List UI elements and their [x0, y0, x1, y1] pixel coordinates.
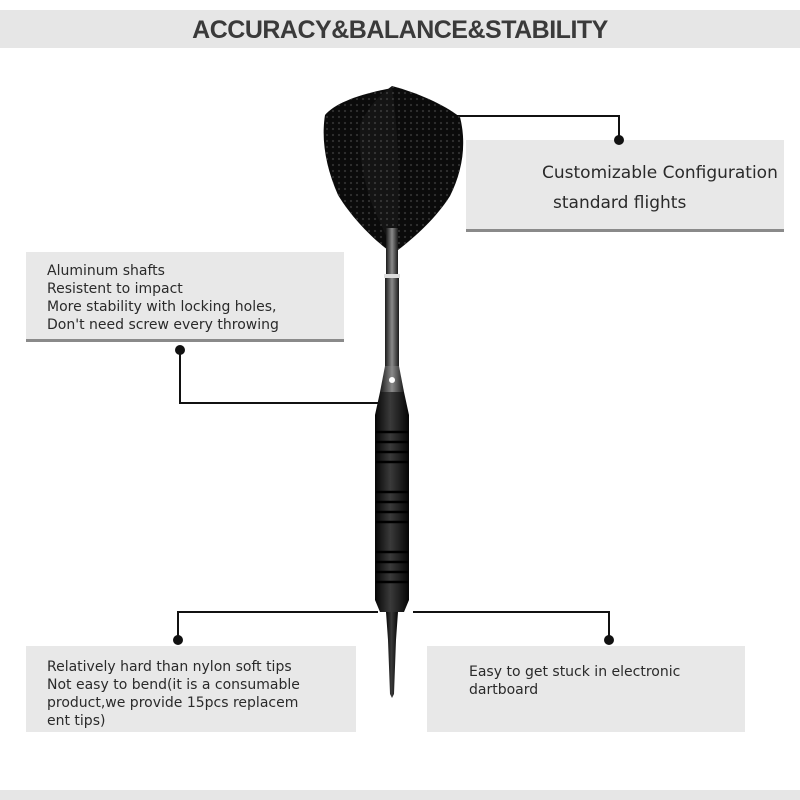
flights-leader-line: [455, 115, 620, 140]
flights-callout-line2: standard flights: [553, 193, 687, 213]
dart-barrel: [375, 392, 409, 612]
tips-right-callout-line: Easy to get stuck in electronic: [469, 664, 681, 680]
flights-callout-line1: Customizable Configuration: [542, 163, 778, 183]
shafts-callout-box: [26, 252, 344, 340]
tips-right-callout-box: [427, 646, 745, 732]
bottom-bar: [0, 790, 800, 800]
tip-body: [386, 612, 398, 698]
shafts-callout-line: Don't need screw every throwing: [47, 317, 279, 333]
tips-left-callout-line: product,we provide 15pcs replacem: [47, 695, 299, 711]
tips-right-callout-line: dartboard: [469, 682, 539, 698]
flights-callout-underline: [466, 229, 784, 232]
tips-left-leader-line: [177, 611, 378, 640]
barrel-grooves: [376, 430, 408, 584]
shaft-ring: [384, 274, 400, 278]
title-bar: [0, 10, 800, 48]
flights-callout-box: [466, 140, 784, 230]
shafts-callout-line: Resistent to impact: [47, 281, 183, 297]
shafts-leader-line: [179, 350, 378, 404]
shafts-leader-dot: [175, 345, 185, 355]
flights-leader-dot: [614, 135, 624, 145]
shafts-callout-line: More stability with locking holes,: [47, 299, 277, 315]
leader-dots: [173, 135, 624, 645]
tips-left-leader-dot: [173, 635, 183, 645]
page-title: ACCURACY&BALANCE&STABILITY: [192, 16, 608, 44]
shaft-locking-hole: [389, 377, 395, 383]
dart-tip: [386, 612, 398, 698]
shaft-top: [386, 228, 398, 278]
shaft-body: [385, 278, 399, 366]
leader-lines: [177, 115, 620, 640]
shafts-callout-line: Aluminum shafts: [47, 263, 165, 279]
tips-left-callout-line: ent tips): [47, 713, 106, 729]
front-flight-texture: [359, 86, 399, 250]
tips-left-callout-line: Relatively hard than nylon soft tips: [47, 659, 292, 675]
tips-left-callout-line: Not easy to bend(it is a consumable: [47, 677, 300, 693]
tips-right-leader-line: [413, 611, 610, 640]
tips-right-leader-dot: [604, 635, 614, 645]
tips-left-callout-box: [26, 646, 356, 732]
dart-shaft: [380, 228, 404, 392]
shafts-callout-underline: [26, 339, 344, 342]
right-flight-texture: [392, 86, 464, 250]
dart-flights: [323, 86, 464, 250]
